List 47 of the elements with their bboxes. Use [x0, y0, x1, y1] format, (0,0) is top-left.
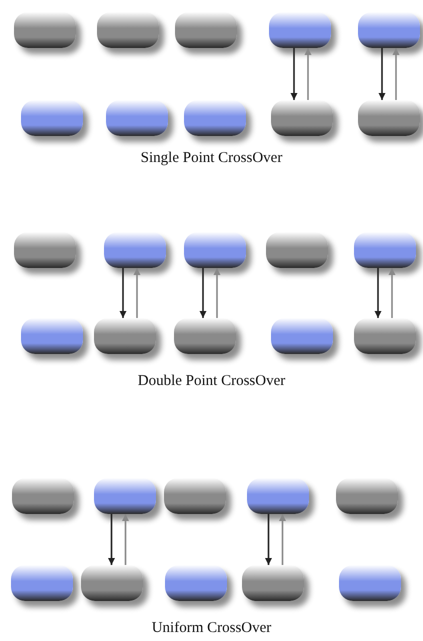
arrow [134, 268, 140, 318]
chromosome-block [21, 318, 83, 354]
arrow [378, 48, 386, 100]
chromosome-block [175, 12, 237, 48]
chromosome-block [269, 12, 331, 48]
arrow [120, 268, 126, 318]
arrow [290, 48, 298, 100]
chromosome-block [174, 318, 236, 354]
chromosome-block [339, 565, 401, 601]
arrow [392, 48, 400, 100]
chromosome-block [97, 12, 159, 48]
chromosome-block [184, 100, 246, 136]
arrow [279, 514, 286, 565]
chromosome-block [14, 12, 76, 48]
arrow [265, 514, 272, 565]
chromosome-block [11, 565, 73, 601]
arrow [200, 268, 206, 318]
chromosome-block [104, 232, 166, 268]
arrow [214, 268, 220, 318]
arrow [122, 514, 129, 565]
chromosome-block [184, 232, 246, 268]
chromosome-block [354, 318, 416, 354]
arrow [108, 514, 115, 565]
chromosome-block [21, 100, 83, 136]
chromosome-block [94, 318, 156, 354]
chromosome-block [165, 565, 227, 601]
chromosome-block [242, 565, 304, 601]
chromosome-block [354, 232, 416, 268]
chromosome-block [106, 100, 168, 136]
caption: Single Point CrossOver [140, 150, 284, 167]
chromosome-block [336, 478, 398, 514]
chromosome-block [14, 232, 76, 268]
chromosome-block [247, 478, 309, 514]
chromosome-block [12, 478, 74, 514]
chromosome-block [271, 100, 333, 136]
chromosome-block [358, 100, 420, 136]
arrow [388, 268, 396, 318]
chromosome-block [81, 565, 143, 601]
arrow [304, 48, 312, 100]
caption: Double Point CrossOver [136, 373, 286, 390]
chromosome-block [271, 318, 333, 354]
caption: Uniform CrossOver [150, 620, 272, 637]
chromosome-block [94, 478, 156, 514]
arrow [374, 268, 382, 318]
chromosome-block [266, 232, 328, 268]
chromosome-block [358, 12, 420, 48]
chromosome-block [164, 478, 226, 514]
